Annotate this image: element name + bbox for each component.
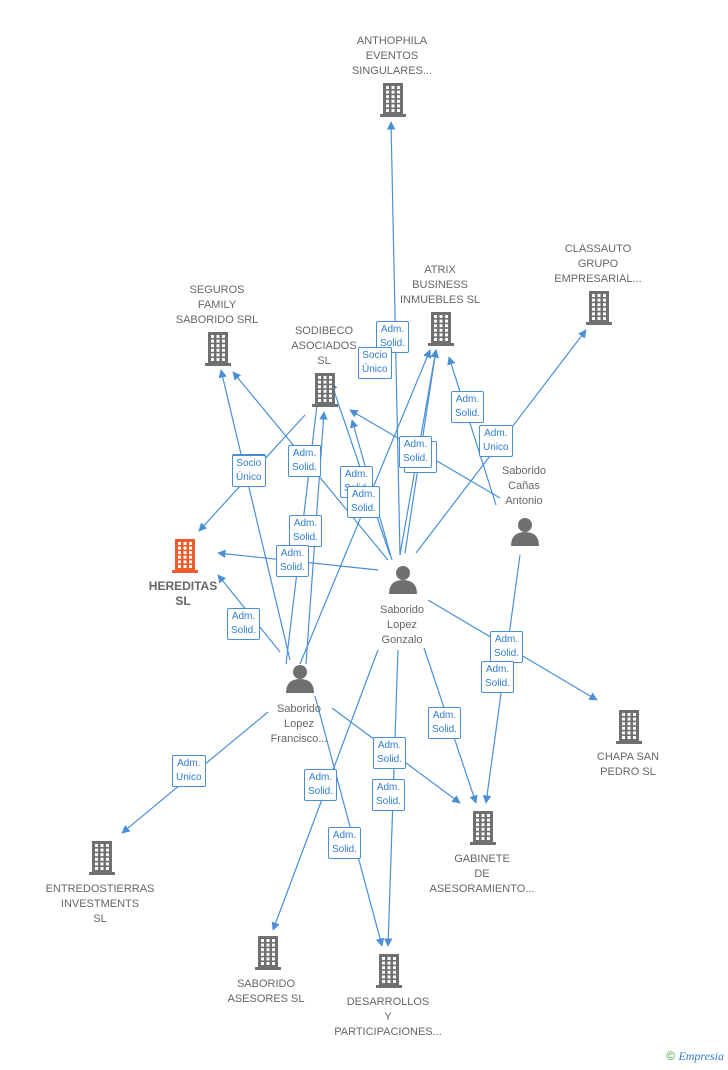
- brand-logo: Empresia: [678, 1049, 724, 1063]
- edge-saborido_canas-to-atrix: [447, 356, 497, 506]
- edge-saborido_francisco-to-seguros: [218, 369, 291, 661]
- edge-label: Adm. Solid.: [304, 769, 338, 801]
- person-icon[interactable]: [286, 665, 314, 693]
- building-icon[interactable]: [616, 710, 642, 744]
- node-label-chapa[interactable]: CHAPA SAN PEDRO SL: [596, 751, 660, 778]
- building-icon[interactable]: [255, 936, 281, 970]
- person-icon[interactable]: [511, 518, 539, 546]
- edge-label: Adm. Unico: [479, 425, 513, 457]
- node-label-hereditas[interactable]: HEREDITAS SL: [148, 579, 218, 608]
- edge-label: Adm. Unico: [172, 755, 206, 787]
- node-label-seguros[interactable]: SEGUROS FAMILY SABORIDO SRL: [175, 284, 259, 326]
- edge-label: Adm. Solid.: [451, 391, 485, 423]
- building-icon[interactable]: [428, 312, 454, 346]
- building-icon[interactable]: [376, 954, 402, 988]
- node-label-saborido-canas[interactable]: Saborido Cañas Antonio: [501, 465, 547, 507]
- edge-label: Adm. Solid.: [328, 827, 362, 859]
- building-icon[interactable]: [380, 83, 406, 117]
- person-icon[interactable]: [389, 566, 417, 594]
- edge-label: Socio Único: [358, 347, 392, 379]
- edge-label: Adm. Solid.: [490, 631, 524, 663]
- node-label-gabinete[interactable]: GABINETE DE ASESORAMIENTO...: [429, 853, 535, 895]
- node-label-entredostierras[interactable]: ENTREDOSTIERRAS INVESTMENTS SL: [45, 883, 155, 925]
- node-label-anthophila[interactable]: ANTHOPHILA EVENTOS SINGULARES...: [351, 35, 433, 77]
- copyright-icon: ©: [666, 1049, 676, 1063]
- node-label-saborido-francisco[interactable]: Saborido Lopez Francisco...: [270, 703, 328, 745]
- edge-label: Adm. Solid.: [372, 779, 406, 811]
- edge-label: Adm. Solid.: [288, 445, 322, 477]
- edge-label: Adm. Solid.: [373, 737, 407, 769]
- node-label-sodibeco[interactable]: SODIBECO ASOCIADOS SL: [291, 325, 357, 367]
- edge-label: Adm. Solid.: [399, 436, 433, 468]
- node-label-saborido-asesores[interactable]: SABORIDO ASESORES SL: [227, 978, 305, 1005]
- edge-label: Socio Único: [232, 455, 266, 487]
- edge-label: Adm. Solid.: [481, 661, 515, 693]
- node-label-desarrollos[interactable]: DESARROLLOS Y PARTICIPACIONES...: [334, 996, 442, 1038]
- node-label-atrix[interactable]: ATRIX BUSINESS INMUEBLES SL: [399, 264, 481, 306]
- building-icon[interactable]: [205, 332, 231, 366]
- edge-label: Adm. Solid.: [428, 707, 462, 739]
- building-icon[interactable]: [172, 539, 198, 573]
- node-label-saborido-gonzalo[interactable]: Saborido Lopez Gonzalo: [379, 604, 425, 646]
- edge-label: Adm. Solid.: [347, 486, 381, 518]
- node-label-classauto[interactable]: CLASSAUTO GRUPO EMPRESARIAL...: [554, 243, 642, 285]
- building-icon[interactable]: [89, 841, 115, 875]
- building-icon[interactable]: [586, 291, 612, 325]
- building-icon[interactable]: [470, 811, 496, 845]
- copyright-footer[interactable]: © Empresia: [666, 1049, 724, 1064]
- edge-label: Adm. Solid.: [227, 608, 261, 640]
- edge-label: Adm. Solid.: [289, 515, 323, 547]
- building-icon[interactable]: [312, 373, 338, 407]
- edge-saborido_francisco-to-desarrollos: [314, 695, 385, 947]
- edge-label: Adm. Solid.: [276, 545, 310, 577]
